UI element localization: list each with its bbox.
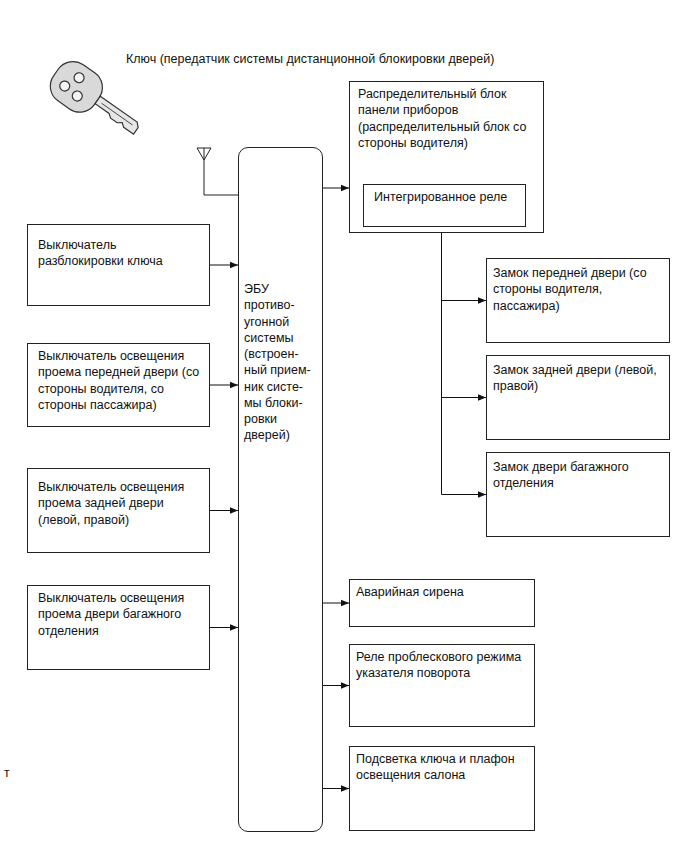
arrow-connector [210,627,238,628]
key-icon [43,54,149,147]
node-text: Выключатель освещения проема передней дв… [38,348,201,413]
switch-box: Выключатель освещения проема двери багаж… [27,585,210,670]
node-text: Выключатель разблокировки ключа [38,237,201,270]
node-text: Замок задней двери (левой, правой) [493,362,663,395]
lock-box: Замок задней двери (левой, правой) [486,355,670,440]
arrow-connector [210,265,238,266]
output-box: Аварийная сирена [349,579,535,627]
arrow-connector [323,788,349,789]
arrow-connector [210,385,238,386]
arrow-connector [323,685,349,686]
node-text: Выключатель освещения проема задней двер… [38,479,201,528]
output-box: Реле проблескового режима указателя пово… [349,644,535,727]
arrow-connector [442,227,487,398]
node-text: Выключатель освещения проема двери багаж… [38,590,201,639]
node-text: Замок передней двери (со стороны водител… [493,265,663,314]
switch-box: Выключатель освещения проема задней двер… [27,468,210,553]
node-text: Распределительный блок панели приборов (… [358,86,528,151]
relay-box: Интегрированное реле [363,184,526,227]
switch-box: Выключатель освещения проема передней дв… [27,343,210,427]
node-text: Аварийная сирена [356,584,528,600]
lock-box: Замок двери багажного отделения [486,452,670,537]
junction-block: Распределительный блок панели приборов (… [349,81,544,233]
output-box: Подсветка ключа и плафон освещения салон… [349,746,535,831]
arrow-connector [323,188,349,189]
lock-box: Замок передней двери (со стороны водител… [486,258,670,343]
arrow-connector [210,510,238,511]
arrow-connector [323,603,349,604]
antenna-symbol [197,148,238,195]
arrow-connector [442,227,487,301]
node-text: Замок двери багажного отделения [493,459,663,492]
switch-box: Выключатель разблокировки ключа [27,224,210,306]
arrow-connector [442,227,487,495]
node-text: Реле проблескового режима указателя пово… [356,649,528,682]
node-text: Интегрированное реле [374,189,519,205]
node-text: Подсветка ключа и плафон освещения салон… [356,751,528,784]
node-text: ЭБУ противо- угонной системы (встроен- н… [244,281,316,444]
stray-mark: т [4,765,10,781]
ecu-box: ЭБУ противо- угонной системы (встроен- н… [238,147,323,832]
key-caption: Ключ (передатчик системы дистанционной б… [126,51,494,67]
